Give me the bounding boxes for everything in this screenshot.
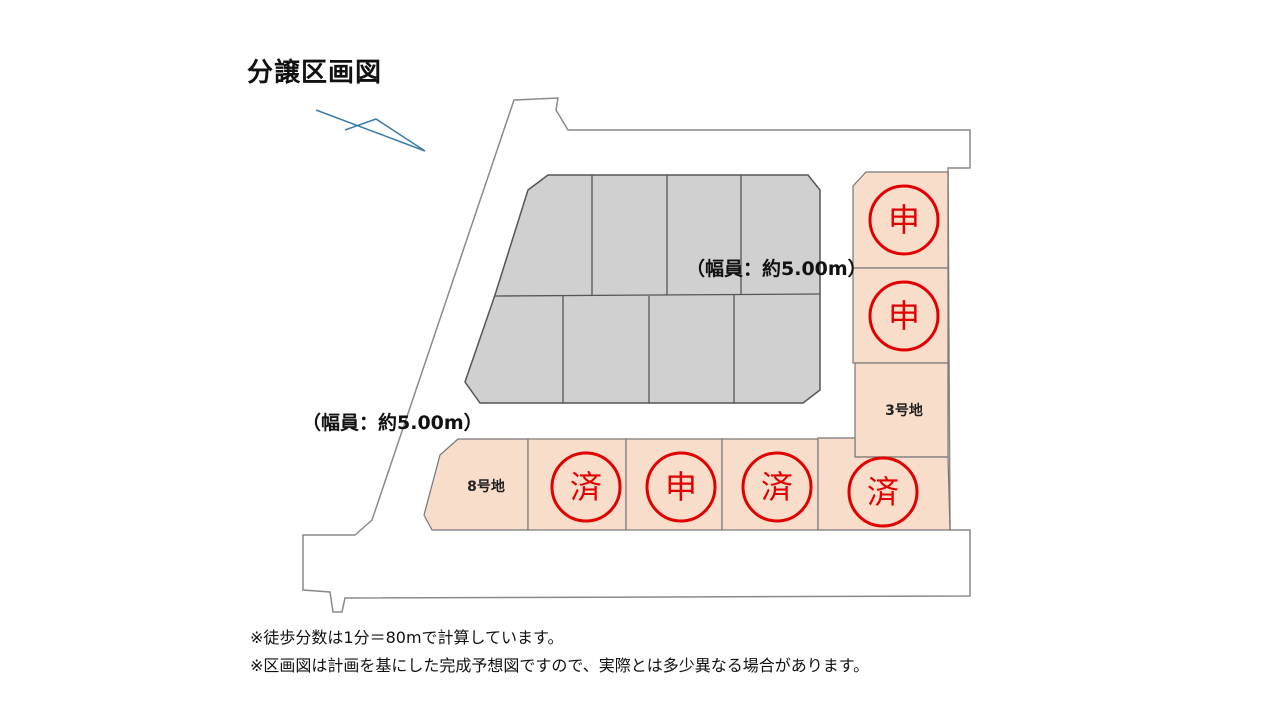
road-width-label: （幅員：約5.00m） [686,257,867,280]
applied-stamp: 申 [645,451,717,523]
svg-text:済: 済 [867,473,899,511]
lot-label: 8号地 [467,478,505,495]
svg-text:申: 申 [888,201,920,239]
page-title: 分譲区画図 [247,58,383,88]
applied-stamp: 申 [868,184,940,256]
svg-text:申: 申 [888,297,920,335]
north-arrow-icon [315,109,426,152]
lot-label: 3号地 [885,402,923,419]
sold-stamp: 済 [847,456,919,528]
svg-text:済: 済 [570,468,602,506]
svg-text:済: 済 [761,468,793,506]
road-width-label: （幅員：約5.00m） [302,411,483,434]
note-walking-time: ※徒歩分数は1分＝80mで計算しています。 [250,628,564,647]
unavailable-block [464,174,821,404]
applied-stamp: 申 [868,280,940,352]
svg-text:申: 申 [665,468,697,506]
sold-stamp: 済 [550,451,622,523]
note-disclaimer: ※区画図は計画を基にした完成予想図ですので、実際とは多少異なる場合があります。 [250,656,870,675]
sold-stamp: 済 [741,451,813,523]
